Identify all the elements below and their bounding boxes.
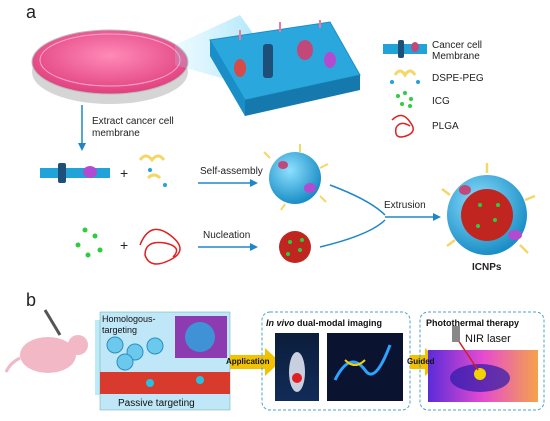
legend-dspe-peg-label: DSPE-PEG: [432, 73, 484, 84]
icg-plga-core-icon: [279, 231, 311, 263]
legend-plga-icon: [391, 114, 414, 138]
passive-targeting-label: Passive targeting: [118, 398, 195, 409]
homologous-targeting-label: Homologous-targeting: [102, 314, 156, 335]
svg-text:+: +: [120, 237, 128, 253]
imaging-title-italic: In vivo: [266, 318, 295, 328]
membrane-zoom-icon: [209, 20, 361, 116]
guided-label: Guided: [407, 357, 435, 366]
icnp-particle-icon: [441, 163, 536, 255]
membrane-fragment-icon: [40, 163, 110, 183]
icg-dots-icon: [75, 227, 103, 258]
legend-plga-label: PLGA: [432, 121, 459, 132]
legend-icg-icon: [396, 91, 413, 108]
dspe-peg-cluster-icon: [138, 154, 167, 187]
ex-vivo-image: [327, 333, 403, 401]
application-arrow: [230, 348, 280, 376]
laser-device-icon: [452, 326, 460, 342]
legend-membrane-label: Cancer cell Membrane: [432, 40, 483, 62]
nir-laser-label: NIR laser: [465, 333, 511, 345]
nucleation-label: Nucleation: [203, 230, 251, 241]
self-assembly-label: Self-assembly: [200, 166, 263, 177]
panel-b-label: b: [26, 290, 37, 310]
imaging-title-rest: dual-modal imaging: [294, 318, 383, 328]
therapy-panel-border: [419, 311, 545, 411]
imaging-title: In vivo dual-modal imaging: [266, 318, 382, 328]
legend-membrane-icon: [383, 40, 427, 58]
plga-coil-icon: [139, 228, 181, 265]
application-label: Application: [226, 357, 270, 366]
extrusion-label: Extrusion: [384, 200, 426, 211]
therapy-title: Photothermal therapy: [426, 318, 520, 328]
mouse-injection-icon: [4, 309, 88, 373]
icnps-label: ICNPs: [472, 262, 502, 273]
panel-a-label: a: [26, 2, 37, 22]
svg-text:+: +: [120, 165, 128, 181]
empty-vesicle-icon: [263, 144, 329, 211]
tumor-targeting-panel: [99, 311, 231, 411]
petri-dish-icon: [31, 29, 189, 104]
legend-dspe-peg-icon: [390, 69, 420, 84]
legend-icg-label: ICG: [432, 96, 450, 107]
extract-label: Extract cancer cell membrane: [92, 116, 174, 139]
